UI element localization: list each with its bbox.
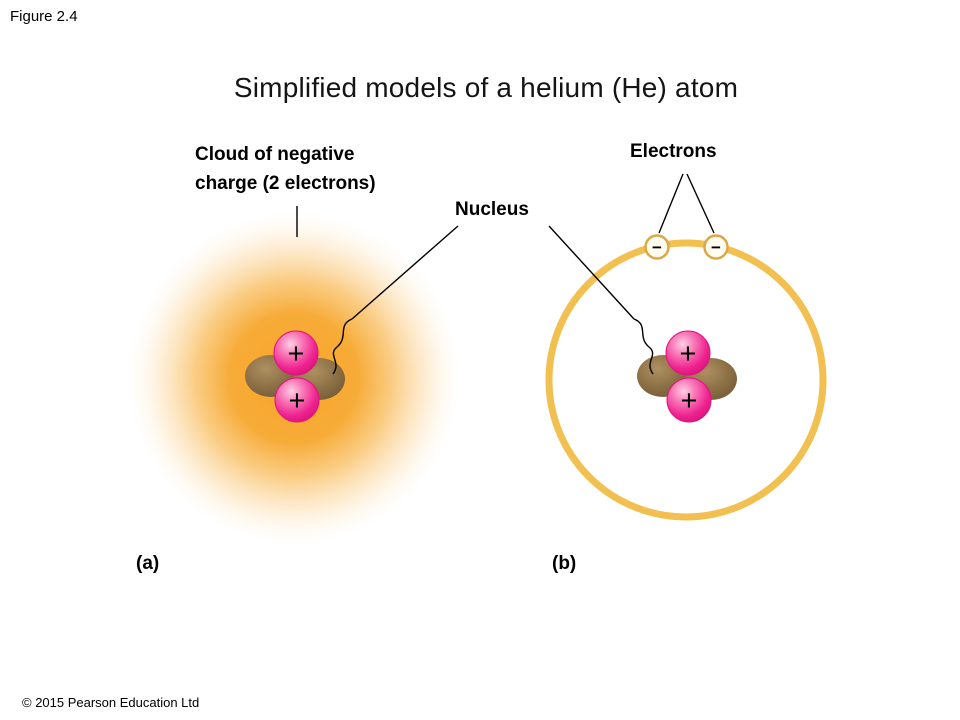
electrons-label: Electrons [630,141,717,162]
nucleus-pointer-line-b [548,225,635,320]
nucleus-brace-b [633,318,654,375]
electrons-group: − − [644,234,729,260]
electron-pointer-line-right [686,173,715,234]
electron-charge: − [711,238,721,257]
proton [274,377,320,423]
nucleus-b: + + [637,330,737,423]
nucleus-pointer-line-a [351,225,459,320]
electron [703,234,729,260]
cloud-of-negative-charge-label: Cloud of negative charge (2 electrons) [195,144,376,194]
proton-charge: + [289,385,306,417]
figure-number: Figure 2.4 [10,8,78,25]
nucleus-brace-a [332,318,353,375]
proton [273,330,319,376]
figure-title: Simplified models of a helium (He) atom [233,72,739,103]
nucleus-a: + + [245,330,345,423]
panel-b-label: (b) [552,553,577,574]
panel-a-label: (a) [136,553,160,574]
electron-pointer-line-left [658,173,684,234]
proton [665,330,711,376]
electron-charge: − [652,238,662,257]
proton [666,377,712,423]
proton-charge: + [288,338,305,370]
proton-charge: + [681,385,698,417]
nucleus-label: Nucleus [455,199,529,220]
copyright-notice: © 2015 Pearson Education Ltd [22,695,200,710]
proton-charge: + [680,338,697,370]
electron [644,234,670,260]
electron-orbit [545,239,827,521]
